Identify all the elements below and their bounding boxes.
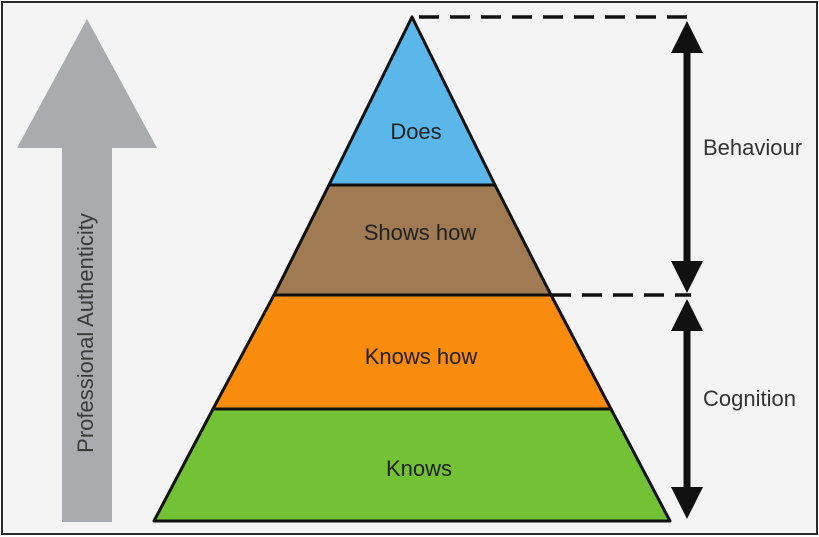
- behaviour-arrow-head-down: [671, 261, 703, 293]
- behaviour-arrow-head-up: [671, 21, 703, 53]
- professional-authenticity-arrow: Professional Authenticity: [17, 19, 157, 522]
- cognition-double-arrow: [671, 299, 703, 519]
- tier-label-shows-how: Shows how: [364, 220, 477, 245]
- tier-label-knows-how: Knows how: [365, 344, 478, 369]
- pyramid: Does Shows how Knows how Knows: [152, 15, 672, 523]
- pyramid-tier-knows: [152, 407, 672, 523]
- miller-pyramid-diagram: Professional Authenticity Does Shows how…: [3, 3, 816, 533]
- cognition-label: Cognition: [703, 386, 796, 411]
- tier-label-does: Does: [390, 119, 441, 144]
- cognition-arrow-head-up: [671, 299, 703, 331]
- cognition-arrow-head-down: [671, 487, 703, 519]
- behaviour-label: Behaviour: [703, 135, 802, 160]
- tier-label-knows: Knows: [386, 456, 452, 481]
- axis-label: Professional Authenticity: [73, 213, 98, 453]
- axis-arrow-head: [17, 19, 157, 148]
- axis-arrow-shaft: [62, 148, 112, 522]
- behaviour-double-arrow: [671, 21, 703, 293]
